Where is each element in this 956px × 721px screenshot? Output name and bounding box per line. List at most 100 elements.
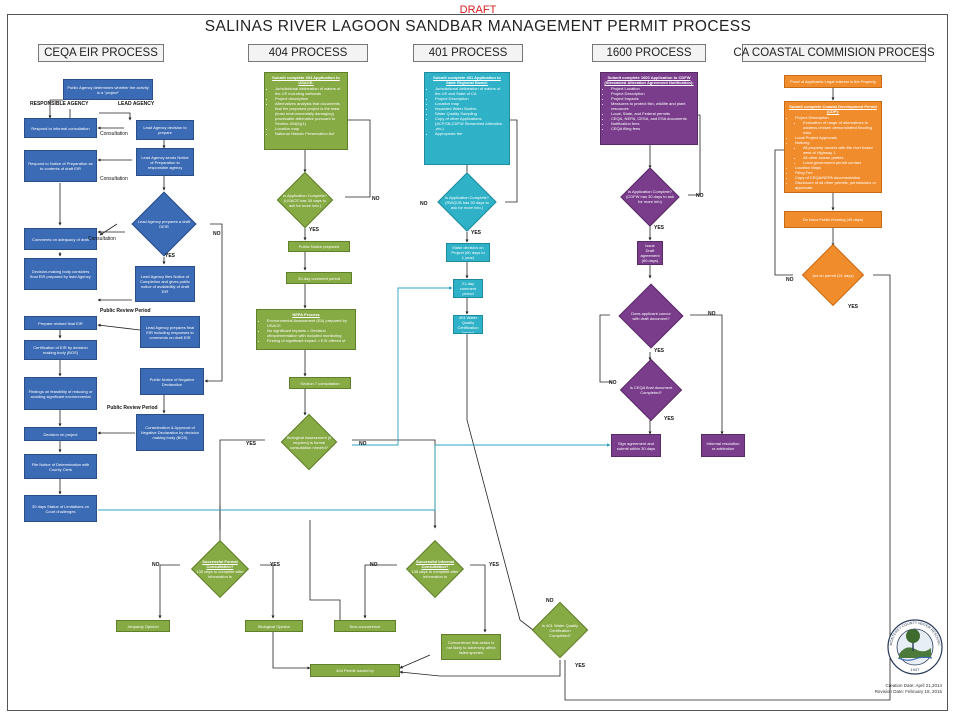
public-review-label: Public Review Period [107, 405, 158, 411]
p401-make-decision: Make decision on Project (60 days to 1 y… [446, 243, 490, 262]
ceqa-respond-nop: Respond to Notice of Preparation as to c… [24, 150, 97, 182]
coastal-cdp-item: Project Description [795, 115, 878, 120]
coastal-cdp-item: Evaluation of range of alternatives to a… [803, 120, 878, 135]
no-label: NO [370, 562, 378, 568]
page-title: SALINAS RIVER LAGOON SANDBAR MANAGEMENT … [204, 18, 752, 35]
yes-label: YES [664, 416, 675, 422]
p404-item: Project description [275, 96, 344, 101]
no-label: NO [696, 193, 704, 199]
p404-item: National Historic Preservation Act [275, 131, 344, 136]
ceqa-statute-limitations: 30 days Statue of Limitations on Court c… [24, 495, 97, 522]
column-title-404: 404 PROCESS [248, 44, 368, 62]
consultation-label: Consultation [100, 131, 128, 137]
ceqa-lead-decision: Lead Agency decision to prepare [136, 120, 194, 140]
coastal-legal-interest: Proof of Applicants Legal Interest in th… [784, 75, 882, 88]
p1600-item: Measures to protect fish, wildlife and p… [611, 101, 694, 111]
p404-jeopardy-opinion: Jeopardy Opinion [116, 620, 170, 632]
yes-label: YES [309, 227, 320, 233]
p1600-item: CEQA filing fees [611, 126, 694, 131]
ceqa-send-nop: Lead Agency sends Notice of Preparation … [136, 148, 194, 176]
revision-date: Revision Date: February 18, 2015 [874, 688, 942, 694]
coastal-cdp-item: Noticing [795, 140, 878, 145]
p1600-application-box: Submit complete 1600 Application to CDFW… [600, 72, 698, 145]
document-dates: Creation Date: April 21,2014 Revision Da… [875, 683, 942, 695]
no-label: NO [786, 277, 794, 283]
consultation-label: Consultation [100, 176, 128, 182]
no-label: NO [372, 196, 380, 202]
coastal-cdp-item: All other known parties [803, 155, 878, 160]
coastal-cdp-item: Local government permit contact [803, 160, 878, 165]
no-label: NO [609, 380, 617, 386]
svg-text:1947: 1947 [911, 667, 921, 672]
p1600-item: Notification fees [611, 121, 694, 126]
no-label: NO [546, 598, 554, 604]
page-frame [7, 14, 948, 711]
p1600-issue-draft: Issue Draft agreement (60 days) [637, 241, 663, 265]
p404-nepa-item: Environmental Assessment (EA) prepared b… [267, 318, 352, 328]
no-label: NO [359, 441, 367, 447]
no-label: NO [213, 231, 221, 237]
p404-nepa-item: Finding of significant impact = EIS offe… [267, 338, 352, 343]
p404-nepa-item: No significant impacts = Decision ofimpl… [267, 328, 352, 338]
column-title-ceqa: CEQA EIR PROCESS [38, 44, 164, 62]
ceqa-comments-adequacy: Comments on adequacy of draft [24, 228, 97, 250]
ceqa-certification: Certification of EIR by decision making … [24, 340, 97, 360]
p401-item: Appropriate fee [435, 131, 506, 136]
coastal-cdp-item: Local Project Approvals [795, 135, 878, 140]
p401-item: Impacted Water Bodies [435, 106, 506, 111]
public-review-label: Public Review Period [100, 308, 151, 314]
ceqa-negative-declaration-notice: Public Notice of Negative Declaration [140, 368, 204, 395]
column-title-1600: 1600 PROCESS [592, 44, 706, 62]
yes-label: YES [270, 562, 281, 568]
p404-biological-opinion: Biological Opinion [245, 620, 303, 632]
p401-completed-decision: Is 401 Water Quality Certification Compl… [528, 600, 592, 660]
p404-comment-period: 30-day comment period [286, 272, 352, 284]
p404-item: Jurisdictional delineation of waters of … [275, 86, 344, 96]
p401-item: Copy of other Applications (ACP,SB,CDFW … [435, 116, 506, 131]
ceqa-findings: Findings on feasibility of reducing or a… [24, 377, 97, 410]
consultation-label: Consultation [88, 236, 116, 242]
ceqa-determine-project: Public Agency determines whether the act… [63, 79, 153, 100]
p401-certification-issued: 401 Water Quality Certification Issued [453, 315, 483, 334]
p404-complete-decision: Is Application Complete? (USACE has 30 d… [265, 171, 345, 229]
ceqa-notice-determination: File Notice of Determination with County… [24, 454, 97, 479]
coastal-cdp-item: All property owners with the river basin… [803, 145, 878, 155]
p1600-item: Project Impacts [611, 96, 694, 101]
p401-item: Water Quality Sampling [435, 111, 506, 116]
coastal-act-on-permit-decision: Act on permit (21 days) [793, 243, 873, 307]
coastal-cdp-item: Disclosure of all other permits, permiss… [795, 180, 878, 190]
water-agency-seal-icon: MONTEREY COUNTY WATER RESOURCES AGENCY 1… [886, 618, 943, 675]
ceqa-approval-negative-declaration: Consideration & Approval of Negative Dec… [136, 414, 204, 451]
ceqa-final-eir: Lead Agency prepares final EIR including… [140, 316, 200, 348]
ceqa-decision-body-considers: Decision-making body considers final EIR… [24, 258, 97, 290]
responsible-agency-label: RESPONSIBLE AGENCY [30, 101, 89, 107]
draft-label: DRAFT [459, 4, 497, 16]
coastal-cdp-box: Submit complete Coastal Development Perm… [784, 101, 882, 193]
column-title-coastal: CA COASTAL COMMISION PROCESS [733, 44, 935, 62]
p1600-item: Project Description [611, 91, 694, 96]
ceqa-notice-completion: Lead Agency files Notice of Completion a… [135, 266, 195, 302]
p401-comment-period: 21-day comment period [453, 279, 483, 298]
coastal-cdp-item: Location Maps [795, 165, 878, 170]
p404-item: Location map [275, 126, 344, 131]
coastal-cdp-item: Copy of CEQA/NEPA documentation [795, 175, 878, 180]
creation-date: Creation Date: April 21,2014 [885, 683, 942, 688]
p404-informal-consultation-decision: Successful Informal Consultation?135 day… [395, 540, 475, 598]
yes-label: YES [165, 253, 176, 259]
yes-label: YES [246, 441, 257, 447]
p1600-ceqa-decision: Is CEQA final document Completed? [614, 358, 688, 422]
yes-label: YES [848, 304, 859, 310]
ceqa-informal-consultation: Respond to informal consultation [24, 118, 97, 138]
p404-formal-consultation-decision: Successful Formal Consultation?135 days … [178, 540, 262, 598]
p401-item: Location map [435, 101, 506, 106]
yes-label: YES [489, 562, 500, 568]
p1600-informal-resolution: Informal resolution or arbitration [701, 434, 745, 457]
coastal-public-hearing: De Novo Public Hearing (49 days) [784, 211, 882, 228]
p401-complete-decision: Is Application Complete? (RWQCB has 30 d… [427, 172, 507, 232]
p1600-concur-decision: Does applicant concur with draft documen… [612, 280, 690, 352]
p401-item: Jurisdictional delineation of waters of … [435, 86, 506, 96]
p1600-complete-decision: Is Application Complete? (CDFW has 30 da… [610, 166, 690, 227]
p404-item: Alternatives analysis that documents tha… [275, 101, 344, 126]
